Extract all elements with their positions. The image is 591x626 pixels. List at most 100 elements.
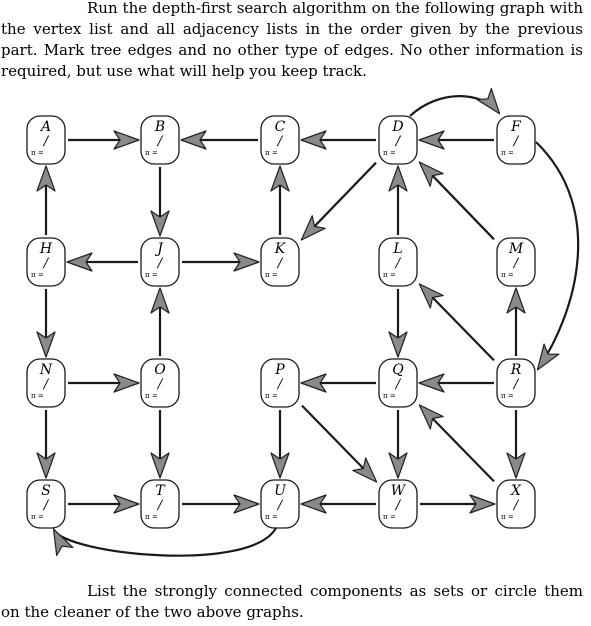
vertex-k: K/π = bbox=[260, 237, 300, 287]
vertex-pi-field: π = bbox=[31, 513, 44, 521]
vertex-box bbox=[26, 479, 66, 529]
vertex-n: N/π = bbox=[26, 358, 66, 408]
vertex-box bbox=[260, 479, 300, 529]
vertex-times-slash: / bbox=[512, 377, 520, 392]
vertex-label: R bbox=[510, 362, 522, 378]
vertex-box bbox=[26, 115, 66, 165]
vertex-times-slash: / bbox=[394, 256, 402, 271]
vertex-pi-field: π = bbox=[383, 149, 396, 157]
vertex-times-slash: / bbox=[42, 134, 50, 149]
vertex-box bbox=[378, 115, 418, 165]
vertex-times-slash: / bbox=[394, 498, 402, 513]
vertex-pi-field: π = bbox=[31, 149, 44, 157]
vertex-label: C bbox=[275, 119, 286, 135]
vertex-box bbox=[260, 358, 300, 408]
vertex-pi-field: π = bbox=[383, 513, 396, 521]
vertex-pi-field: π = bbox=[383, 271, 396, 279]
vertex-label: P bbox=[274, 362, 285, 378]
edge-x-to-q bbox=[418, 404, 495, 483]
vertex-c: C/π = bbox=[260, 115, 300, 165]
vertex-u: U/π = bbox=[260, 479, 300, 529]
vertex-times-slash: / bbox=[42, 498, 50, 513]
vertex-a: A/π = bbox=[26, 115, 66, 165]
vertex-box bbox=[140, 237, 180, 287]
vertex-box bbox=[496, 237, 536, 287]
edge-d-to-k bbox=[300, 161, 377, 241]
vertex-pi-field: π = bbox=[265, 149, 278, 157]
vertex-box bbox=[26, 237, 66, 287]
vertex-label: Q bbox=[392, 362, 404, 378]
vertex-pi-field: π = bbox=[383, 392, 396, 400]
vertex-label: K bbox=[274, 241, 287, 257]
edge-u-to-s bbox=[52, 527, 277, 557]
vertex-box bbox=[378, 237, 418, 287]
vertex-pi-field: π = bbox=[265, 271, 278, 279]
vertex-times-slash: / bbox=[394, 377, 402, 392]
vertex-pi-field: π = bbox=[501, 271, 514, 279]
vertex-label: X bbox=[510, 483, 522, 499]
vertex-box bbox=[496, 479, 536, 529]
vertex-times-slash: / bbox=[156, 256, 164, 271]
vertex-box bbox=[140, 358, 180, 408]
vertex-label: N bbox=[39, 362, 53, 378]
vertex-pi-field: π = bbox=[265, 513, 278, 521]
vertex-o: O/π = bbox=[140, 358, 180, 408]
edge-f-to-r bbox=[535, 141, 580, 371]
instruction-paragraph: Run the depth-first search algorithm on … bbox=[1, 0, 583, 80]
vertex-j: J/π = bbox=[140, 237, 180, 287]
vertex-times-slash: / bbox=[512, 134, 520, 149]
vertex-times-slash: / bbox=[42, 377, 50, 392]
vertex-t: T/π = bbox=[140, 479, 180, 529]
vertex-label: O bbox=[154, 362, 166, 378]
directed-graph: A/π =B/π =C/π =D/π =F/π =H/π =J/π =K/π =… bbox=[26, 87, 580, 557]
vertex-times-slash: / bbox=[512, 256, 520, 271]
vertex-box bbox=[378, 358, 418, 408]
vertex-l: L/π = bbox=[378, 237, 418, 287]
vertex-label: T bbox=[155, 483, 166, 499]
vertex-f: F/π = bbox=[496, 115, 536, 165]
vertex-times-slash: / bbox=[156, 377, 164, 392]
vertex-times-slash: / bbox=[512, 498, 520, 513]
vertex-times-slash: / bbox=[276, 377, 284, 392]
vertex-p: P/π = bbox=[260, 358, 300, 408]
edge-p-to-w bbox=[301, 404, 378, 483]
vertex-w: W/π = bbox=[378, 479, 418, 529]
vertex-label: B bbox=[154, 119, 165, 135]
vertex-box bbox=[260, 237, 300, 287]
vertex-b: B/π = bbox=[140, 115, 180, 165]
vertex-box bbox=[26, 358, 66, 408]
vertex-m: M/π = bbox=[496, 237, 536, 287]
vertex-label: M bbox=[508, 241, 524, 257]
vertex-times-slash: / bbox=[156, 134, 164, 149]
vertex-h: H/π = bbox=[26, 237, 66, 287]
vertex-pi-field: π = bbox=[501, 513, 514, 521]
vertex-pi-field: π = bbox=[31, 392, 44, 400]
vertex-box bbox=[260, 115, 300, 165]
vertex-pi-field: π = bbox=[145, 149, 158, 157]
vertex-label: L bbox=[392, 241, 402, 257]
vertex-d: D/π = bbox=[378, 115, 418, 165]
vertex-label: J bbox=[154, 241, 164, 257]
vertex-q: Q/π = bbox=[378, 358, 418, 408]
vertex-times-slash: / bbox=[276, 498, 284, 513]
vertex-label: A bbox=[39, 119, 51, 135]
vertex-pi-field: π = bbox=[31, 271, 44, 279]
vertex-r: R/π = bbox=[496, 358, 536, 408]
vertex-label: W bbox=[391, 483, 407, 499]
vertex-s: S/π = bbox=[26, 479, 66, 529]
edge-d-to-f bbox=[409, 87, 501, 117]
vertex-label: S bbox=[41, 483, 51, 499]
scc-question-paragraph: List the strongly connected components a… bbox=[1, 582, 583, 621]
vertex-box bbox=[496, 358, 536, 408]
vertex-box bbox=[378, 479, 418, 529]
vertex-box bbox=[140, 115, 180, 165]
vertex-pi-field: π = bbox=[145, 513, 158, 521]
vertex-pi-field: π = bbox=[501, 149, 514, 157]
vertex-pi-field: π = bbox=[265, 392, 278, 400]
vertex-pi-field: π = bbox=[501, 392, 514, 400]
vertex-times-slash: / bbox=[276, 256, 284, 271]
vertex-pi-field: π = bbox=[145, 392, 158, 400]
vertex-label: D bbox=[391, 119, 403, 135]
vertex-x: X/π = bbox=[496, 479, 536, 529]
vertex-pi-field: π = bbox=[145, 271, 158, 279]
